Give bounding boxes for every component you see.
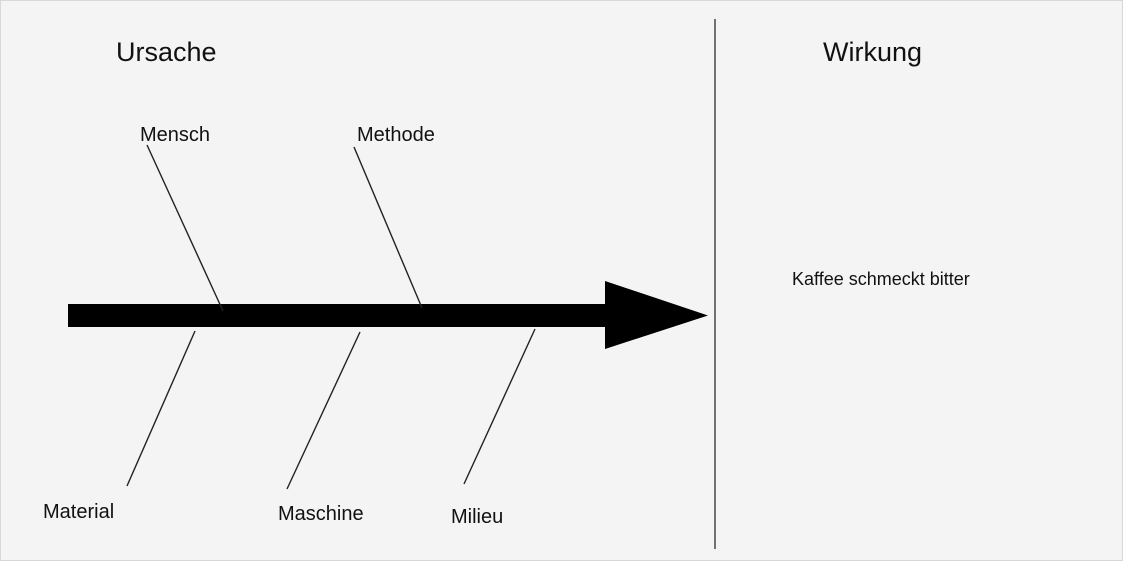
bone-line-maschine	[286, 331, 361, 490]
bone-label-methode: Methode	[357, 124, 435, 146]
effect-heading: Wirkung	[823, 37, 923, 67]
effect-statement: Kaffee schmeckt bitter	[792, 269, 970, 289]
main-arrow	[68, 281, 708, 349]
bone-label-mensch: Mensch	[140, 124, 211, 146]
main-arrow-shaft	[68, 304, 607, 327]
bone-line-milieu	[463, 328, 536, 485]
main-arrow-head	[605, 281, 708, 349]
bone-line-mensch	[146, 144, 224, 312]
bone-line-methode	[353, 146, 423, 309]
bone-line-material	[126, 330, 196, 487]
bone-lines-group	[126, 144, 536, 490]
bone-label-material: Material	[43, 501, 115, 523]
bone-label-milieu: Milieu	[451, 506, 504, 528]
cause-heading: Ursache	[116, 37, 217, 67]
bone-label-maschine: Maschine	[278, 503, 364, 525]
